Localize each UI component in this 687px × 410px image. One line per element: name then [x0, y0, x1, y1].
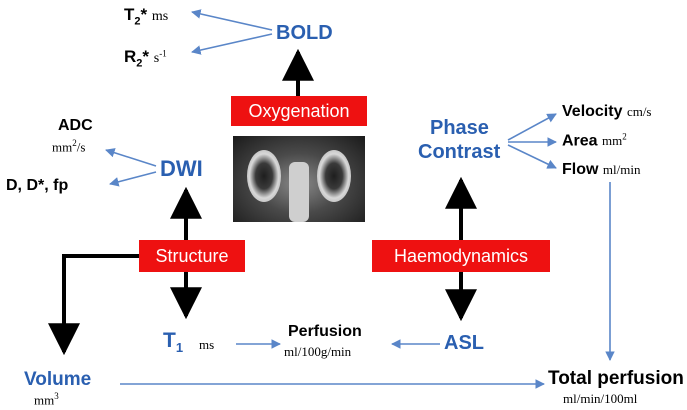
phase-label: Phase: [430, 117, 489, 139]
flow-label: Flow ml/min: [562, 161, 641, 178]
structure-label: Structure: [155, 245, 229, 266]
volume-label: Volume: [24, 369, 92, 390]
area-label: Area mm2: [562, 132, 627, 150]
bold-to-t2star-arrow: [191, 9, 273, 31]
oxygenation-box: Oxygenation: [231, 96, 367, 126]
structure-volume-elbow-arrow: [48, 254, 140, 356]
dwi-to-adc-arrow: [105, 148, 157, 167]
structure-box: Structure: [139, 240, 245, 272]
spine-shape: [289, 162, 309, 222]
d-params-label: D, D*, fp: [6, 177, 69, 194]
perfusion-label: Perfusion: [288, 323, 362, 340]
asl-label: ASL: [444, 332, 484, 354]
t1-unit: ms: [199, 337, 215, 352]
dwi-label: DWI: [160, 156, 203, 181]
r2star-label: R2* s-1: [124, 47, 167, 70]
right-kidney: [317, 150, 351, 202]
haemodynamics-label: Haemodynamics: [393, 245, 529, 266]
adc-unit: mm2/s: [52, 138, 86, 155]
bold-label: BOLD: [276, 22, 333, 44]
oxygenation-label: Oxygenation: [248, 100, 350, 121]
dwi-to-dparams-arrow: [109, 171, 157, 187]
velocity-label: Velocity cm/s: [562, 103, 652, 120]
volume-unit: mm3: [34, 391, 59, 408]
contrast-label: Contrast: [418, 141, 501, 163]
phase-to-flow-arrow: [507, 144, 557, 169]
phase-to-velocity-arrow: [507, 113, 557, 141]
adc-label: ADC: [58, 117, 93, 134]
total-perfusion-unit: ml/min/100ml: [563, 391, 638, 406]
bold-to-r2star-arrow: [191, 33, 273, 55]
left-kidney: [247, 150, 281, 202]
t2star-label: T2* ms: [124, 5, 169, 28]
total-perfusion-label: Total perfusion: [548, 368, 684, 389]
kidney-mri-image: [233, 136, 365, 222]
t1-label: T1: [163, 329, 184, 356]
haemodynamics-box: Haemodynamics: [372, 240, 550, 272]
perfusion-unit: ml/100g/min: [284, 344, 352, 359]
